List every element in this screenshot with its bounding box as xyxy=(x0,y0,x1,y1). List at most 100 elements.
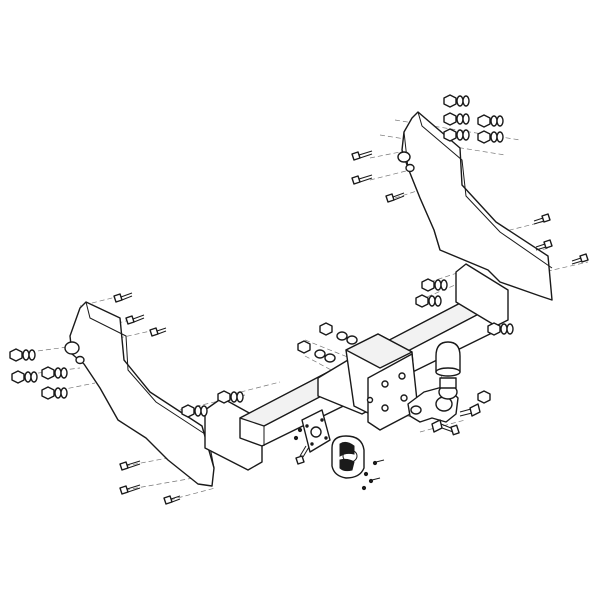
drawing-stroke xyxy=(320,418,324,422)
drawing-stroke xyxy=(133,317,145,323)
drawing-stroke xyxy=(533,220,545,225)
bracket-hole xyxy=(405,163,415,173)
nut-stack xyxy=(217,390,244,404)
drawing-stroke xyxy=(336,331,348,341)
drawing-stroke xyxy=(398,372,406,380)
drawing-stroke xyxy=(500,323,508,335)
drawing-stroke xyxy=(443,94,457,108)
drawing-stroke xyxy=(372,460,378,466)
nut-stack xyxy=(477,130,504,144)
drawing-stroke xyxy=(579,253,589,263)
drawing-stroke xyxy=(113,293,123,303)
drawing-stroke xyxy=(310,426,322,438)
bolt xyxy=(113,292,133,303)
bracket-hole xyxy=(397,151,411,163)
nut-stack xyxy=(415,294,442,308)
drawing-stroke xyxy=(379,134,506,156)
nut-stack xyxy=(443,128,470,142)
drawing-stroke xyxy=(462,113,470,125)
drawing-stroke xyxy=(358,150,373,156)
drawing-stroke xyxy=(132,314,145,320)
drawing-stroke xyxy=(469,403,481,417)
drawing-stroke xyxy=(297,427,303,433)
nut-stack xyxy=(421,278,448,292)
drawing-stroke xyxy=(369,169,411,181)
drawing-stroke xyxy=(431,419,443,433)
screw xyxy=(372,459,385,466)
drawing-stroke xyxy=(459,408,472,413)
drawing-stroke xyxy=(60,367,68,379)
drawing-stroke xyxy=(417,111,553,269)
drawing-stroke xyxy=(435,367,461,377)
drawing-stroke xyxy=(533,217,544,222)
drawing-stroke xyxy=(361,485,367,491)
drawing-stroke xyxy=(163,495,173,505)
drawing-stroke xyxy=(571,260,583,265)
drawing-stroke xyxy=(351,151,361,161)
drawing-stroke xyxy=(181,404,195,418)
drawing-stroke xyxy=(293,435,299,441)
drawing-stroke xyxy=(421,278,435,292)
bolt xyxy=(385,192,405,203)
drawing-stroke xyxy=(371,477,381,481)
drawing-stroke xyxy=(429,271,461,283)
drawing-stroke xyxy=(30,371,38,383)
drawing-stroke xyxy=(392,192,405,198)
drawing-stroke xyxy=(455,263,509,327)
drawing-stroke xyxy=(363,471,369,477)
bolt xyxy=(459,403,481,417)
nut-stack xyxy=(443,94,470,108)
left-side-bracket xyxy=(64,301,215,487)
drawing-stroke xyxy=(435,341,461,373)
drawing-stroke xyxy=(126,484,141,490)
drawing-stroke xyxy=(462,95,470,107)
nut-stack xyxy=(487,322,514,336)
drawing-stroke xyxy=(314,349,326,359)
drawing-stroke xyxy=(217,390,231,404)
bracket-hole xyxy=(75,355,85,365)
bolt xyxy=(119,460,141,471)
drawing-stroke xyxy=(443,128,457,142)
bolt xyxy=(431,419,460,436)
drawing-stroke xyxy=(443,112,457,126)
drawing-stroke xyxy=(359,153,373,159)
drawing-stroke xyxy=(571,257,582,262)
bolt xyxy=(149,327,167,337)
drawing-stroke xyxy=(120,292,133,298)
bolt xyxy=(119,484,141,495)
nut-stack xyxy=(477,114,504,128)
drawing-stroke xyxy=(400,394,408,402)
drawing-stroke xyxy=(230,391,238,403)
drawing-stroke xyxy=(24,371,32,383)
bolt xyxy=(535,239,553,251)
electrical-socket xyxy=(331,435,365,479)
drawing-stroke xyxy=(41,386,55,400)
drawing-stroke xyxy=(487,322,501,336)
drawing-stroke xyxy=(342,449,358,463)
drawing-stroke xyxy=(119,461,129,471)
drawing-stroke xyxy=(345,333,413,369)
drawing-stroke xyxy=(319,322,333,336)
drawing-stroke xyxy=(496,131,504,143)
bolts xyxy=(113,150,589,505)
drawing-stroke xyxy=(459,412,473,417)
drawing-stroke xyxy=(299,445,307,457)
nut-stack xyxy=(9,348,36,362)
drawing-stroke xyxy=(69,301,215,487)
drawing-stroke xyxy=(419,284,456,301)
drawing-stroke xyxy=(60,387,68,399)
drawing-stroke xyxy=(456,95,464,107)
nut-stack xyxy=(477,390,491,404)
drawing-stroke xyxy=(169,487,216,501)
tow-ball-cap xyxy=(435,341,461,400)
bolt xyxy=(125,314,145,325)
drawing-stroke xyxy=(415,294,429,308)
drawing-stroke xyxy=(456,113,464,125)
drawing-stroke xyxy=(368,478,374,484)
drawing-stroke xyxy=(295,455,305,465)
bolt xyxy=(533,213,551,225)
nut-stack xyxy=(41,366,68,380)
drawing-stroke xyxy=(381,404,389,412)
drawing-stroke xyxy=(41,366,55,380)
